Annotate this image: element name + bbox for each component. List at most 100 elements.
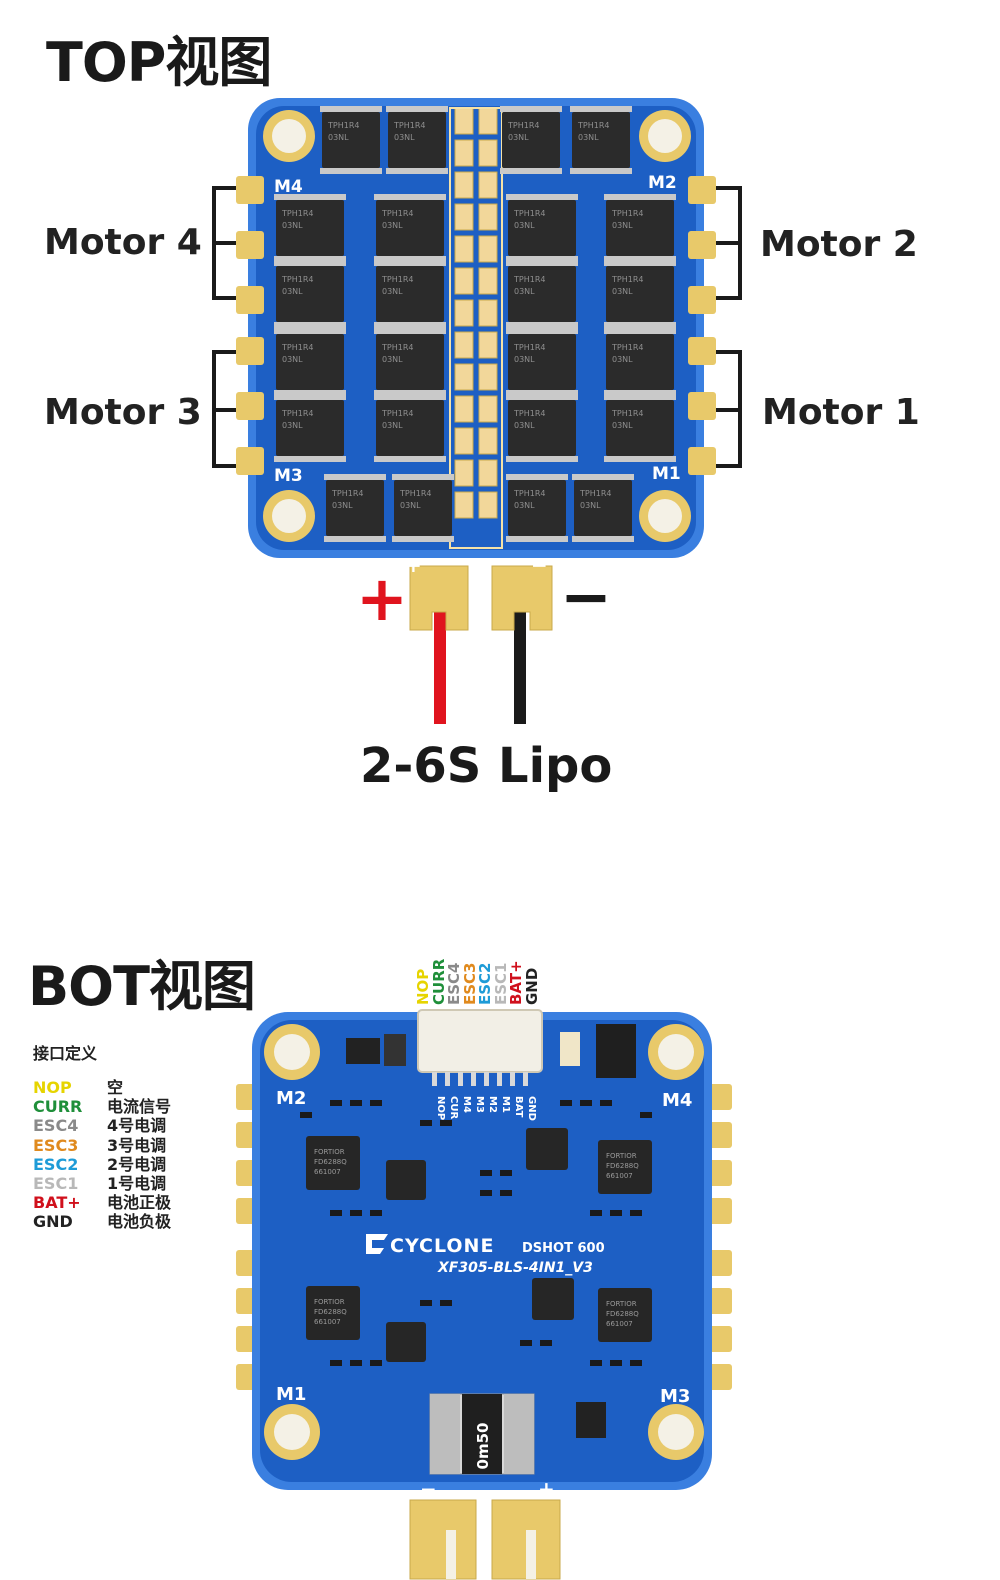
legend-desc: 电池正极 xyxy=(107,1193,172,1213)
legend-code: ESC3 xyxy=(33,1135,79,1155)
smd-component xyxy=(330,1100,342,1106)
mosfet-marking: TPH1R4 xyxy=(381,209,413,218)
mosfet-marking: 03NL xyxy=(282,221,303,230)
smd-component xyxy=(540,1340,552,1346)
capacitor xyxy=(454,491,474,519)
capacitor xyxy=(454,235,474,263)
mosfet-marking: 03NL xyxy=(612,221,633,230)
brand-silk: CYCLONE xyxy=(390,1235,494,1257)
legend-desc: 电流信号 xyxy=(107,1097,172,1117)
mosfet-marking: TPH1R4 xyxy=(611,343,643,352)
legend-code: NOP xyxy=(33,1078,72,1097)
bot-pad-label-m2: M2 xyxy=(276,1088,306,1109)
capacitor xyxy=(478,363,498,391)
capacitor xyxy=(478,267,498,295)
chip-marking: FORTIOR xyxy=(314,1298,345,1306)
chip-marking: FD6288Q xyxy=(314,1158,347,1166)
pad-label-m1: M1 xyxy=(652,464,681,484)
smd-component xyxy=(330,1210,342,1216)
motor-pad xyxy=(688,447,716,475)
connector-pin-silk-label: M1 xyxy=(500,1096,511,1113)
mosfet-marking: TPH1R4 xyxy=(507,121,539,130)
capacitor xyxy=(478,139,498,167)
driver-chip xyxy=(532,1278,574,1320)
capacitor xyxy=(454,267,474,295)
capacitor xyxy=(478,235,498,263)
mosfet-marking: 03NL xyxy=(514,501,535,510)
pad-label-m3: M3 xyxy=(274,466,303,486)
capacitor xyxy=(478,107,498,135)
smd-component xyxy=(480,1190,492,1196)
mosfet-marking: TPH1R4 xyxy=(513,409,545,418)
bot-view-title: BOT视图 xyxy=(28,955,256,1018)
mosfet-marking: 03NL xyxy=(612,355,633,364)
mosfet-marking: 03NL xyxy=(580,501,601,510)
connector-label: BAT+ xyxy=(507,960,525,1005)
motor-pads-top xyxy=(236,176,716,475)
mosfet-marking: TPH1R4 xyxy=(577,121,609,130)
chip-marking: FORTIOR xyxy=(606,1152,637,1160)
capacitor xyxy=(478,491,498,519)
motor-4-label: Motor 4 xyxy=(44,222,202,263)
mosfet-marking: 03NL xyxy=(382,355,403,364)
legend-code: ESC1 xyxy=(33,1174,79,1193)
smd-component xyxy=(500,1170,512,1176)
connector-pins xyxy=(432,1072,528,1086)
capacitor xyxy=(454,299,474,327)
mosfet-marking: TPH1R4 xyxy=(327,121,359,130)
mosfet-chip: TPH1R4 03NL xyxy=(604,328,676,396)
chip-marking: FD6288Q xyxy=(606,1162,639,1170)
mosfet-marking: 03NL xyxy=(612,421,633,430)
pad-label-m2: M2 xyxy=(648,173,677,193)
mosfet-marking: 03NL xyxy=(578,133,599,142)
motor-pad xyxy=(236,447,264,475)
mosfet-marking: TPH1R4 xyxy=(393,121,425,130)
mosfet-marking: TPH1R4 xyxy=(513,209,545,218)
bot-minus-silk: − xyxy=(420,1477,437,1501)
smd-component xyxy=(350,1100,362,1106)
mosfet-marking: 03NL xyxy=(382,221,403,230)
pad-label-m4: M4 xyxy=(274,177,303,197)
capacitor xyxy=(478,427,498,455)
mosfet-marking: TPH1R4 xyxy=(611,275,643,284)
smd-component xyxy=(590,1360,602,1366)
smd-component xyxy=(630,1210,642,1216)
driver-chip xyxy=(526,1128,568,1170)
model-silk: XF305-BLS-4IN1_V3 xyxy=(437,1260,593,1276)
connector-label: ESC4 xyxy=(445,962,463,1006)
mosfet-marking: TPH1R4 xyxy=(579,489,611,498)
bot-pad-label-m1: M1 xyxy=(276,1384,306,1405)
connector-pin xyxy=(458,1072,463,1086)
motor-pad xyxy=(688,392,716,420)
chip-marking: FORTIOR xyxy=(314,1148,345,1156)
mosfet-array: TPH1R4 03NL TPH1R4 03NL TPH1R4 03NL TPH1R4 03NL… xyxy=(274,106,676,542)
top-board-diagram: TPH1R4 03NL TPH1R4 03NL TPH1R4 03NL TPH1R4 03NL… xyxy=(212,98,742,724)
smd-component xyxy=(370,1100,382,1106)
top-view-title: TOP视图 xyxy=(46,31,272,94)
capacitor xyxy=(454,363,474,391)
legend-desc: 4号电调 xyxy=(107,1116,167,1136)
mosfet-marking: 03NL xyxy=(394,133,415,142)
minus-power-tab xyxy=(491,565,553,631)
legend-title: 接口定义 xyxy=(33,1044,98,1063)
mosfet-marking: 03NL xyxy=(514,421,535,430)
capacitor xyxy=(454,459,474,487)
connector-pin-silk-label: GND xyxy=(526,1096,537,1121)
motor-1-label: Motor 1 xyxy=(762,392,920,433)
mosfet-marking: TPH1R4 xyxy=(611,209,643,218)
legend-desc: 电池负极 xyxy=(107,1212,172,1232)
